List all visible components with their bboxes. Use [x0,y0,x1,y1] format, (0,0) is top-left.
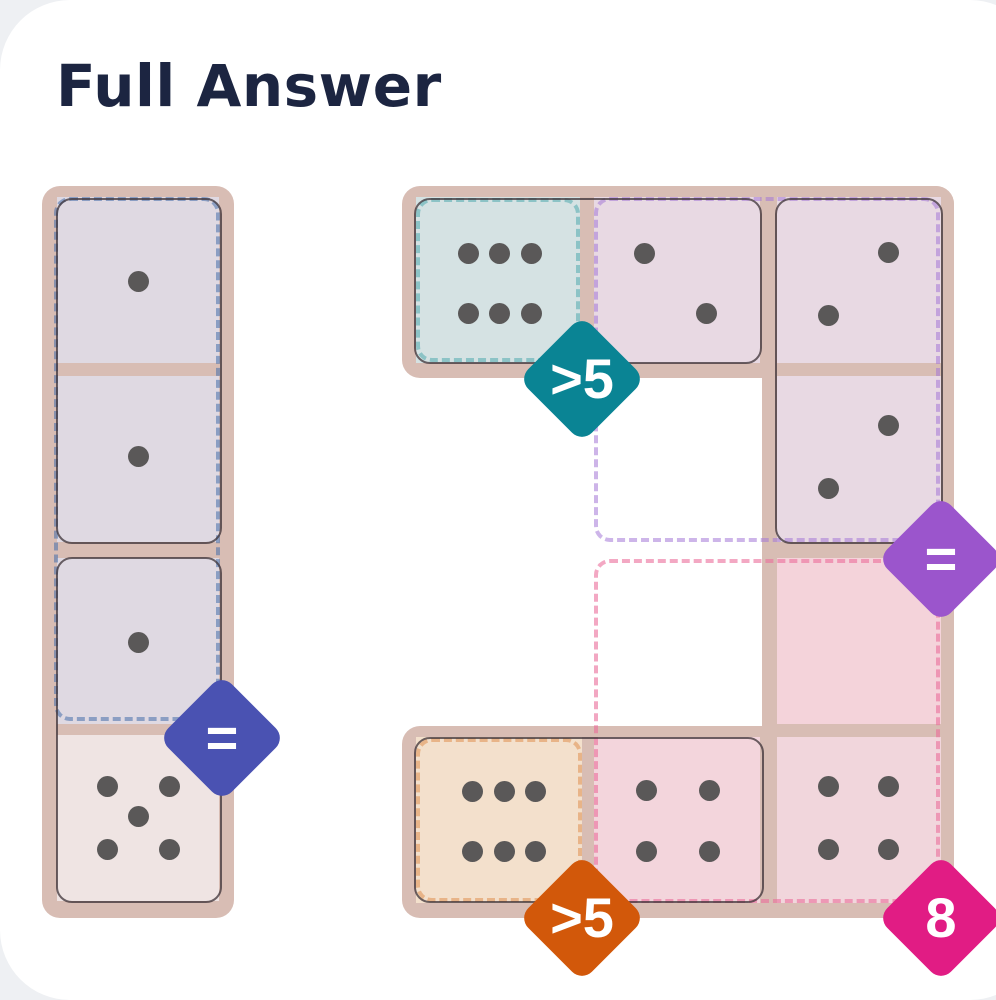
pip [877,838,899,860]
pip [127,631,149,653]
pip [698,779,720,801]
pip [461,840,483,862]
pip [524,780,546,802]
pip [817,775,839,797]
cell-right-1 [777,197,941,363]
constraint-label: = [205,706,239,769]
constraint-label: = [924,527,958,590]
cell-bottom-2 [594,737,760,903]
pip [877,241,899,263]
region-corner-sum [594,559,940,903]
cell-top-1 [416,197,580,363]
constraint-label: 8 [925,886,957,949]
pip [695,302,717,324]
pip [493,780,515,802]
pip [877,775,899,797]
pip [635,779,657,801]
pip [488,302,510,324]
pip [817,838,839,860]
pip [877,414,899,436]
pip [520,302,542,324]
region-top-sum [416,198,580,362]
pip [158,838,180,860]
pip [493,840,515,862]
pip [633,242,655,264]
pip [158,775,180,797]
region-bottom-sum [416,738,582,902]
cell-top-2 [594,197,760,363]
pip [96,775,118,797]
pip [698,840,720,862]
constraint-label: >5 [550,347,614,410]
cell-right-4 [777,737,941,903]
pip [635,840,657,862]
pip [457,242,479,264]
constraint-badge-top-sum: >5 [517,314,647,444]
domino-right-top[interactable] [775,198,943,544]
pip [457,302,479,324]
pip [461,780,483,802]
constraint-badge-bottom-sum: >5 [517,853,647,983]
pip [96,838,118,860]
pip [817,304,839,326]
pip [127,445,149,467]
cell-bottom-1 [416,737,582,903]
constraint-badge-corner-sum: 8 [876,853,996,983]
page-title: Full Answer [56,52,442,120]
cell-right-2 [777,376,941,542]
constraint-label: >5 [550,886,614,949]
constraint-badge-left-equal: = [157,673,287,803]
pip [817,477,839,499]
constraint-badge-right-equal: = [876,494,996,624]
pip [127,805,149,827]
pip [127,270,149,292]
domino-left-top[interactable] [56,198,222,544]
pip [488,242,510,264]
pip [524,840,546,862]
pip [520,242,542,264]
